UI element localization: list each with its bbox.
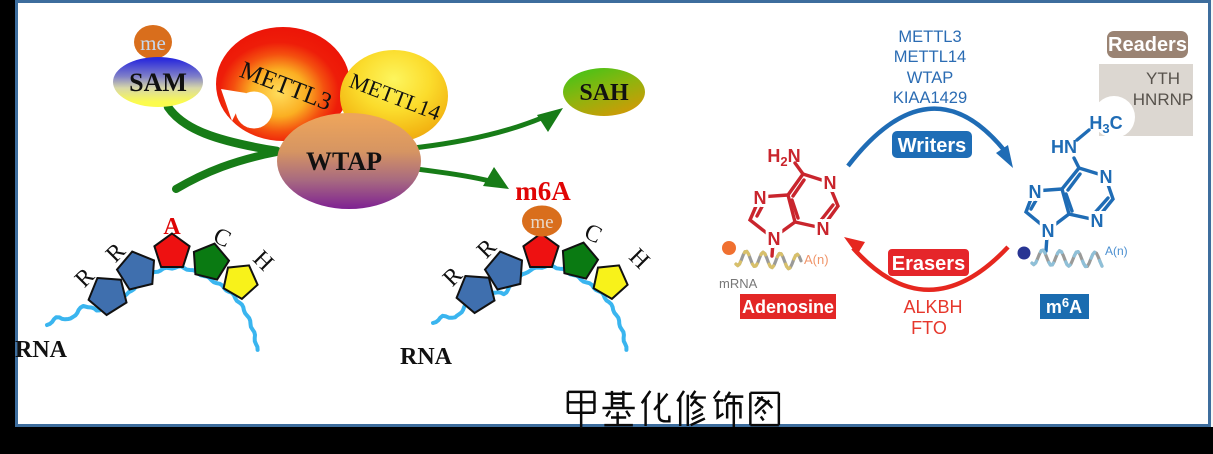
svg-text:N: N <box>824 173 837 193</box>
svg-text:YTH: YTH <box>1146 69 1180 88</box>
svg-text:Readers: Readers <box>1108 34 1187 56</box>
svg-text:N: N <box>754 188 767 208</box>
svg-text:me: me <box>530 212 553 233</box>
svg-text:HNRNP: HNRNP <box>1133 90 1193 109</box>
svg-text:N: N <box>1091 211 1104 231</box>
svg-text:METTL3: METTL3 <box>898 28 961 46</box>
svg-text:ALKBH: ALKBH <box>903 297 962 317</box>
svg-text:METTL14: METTL14 <box>894 48 966 66</box>
svg-text:H2N: H2N <box>767 146 800 169</box>
svg-text:N: N <box>817 219 830 239</box>
svg-text:A: A <box>163 214 181 240</box>
svg-text:N: N <box>1042 221 1055 241</box>
svg-text:mRNA: mRNA <box>719 276 758 291</box>
svg-text:FTO: FTO <box>911 318 947 338</box>
svg-text:m6A: m6A <box>515 176 571 206</box>
svg-text:A(n): A(n) <box>804 252 829 267</box>
svg-text:N: N <box>1100 167 1113 187</box>
svg-text:A(n): A(n) <box>1105 244 1128 258</box>
svg-text:Erasers: Erasers <box>892 253 965 275</box>
svg-text:KIAA1429: KIAA1429 <box>893 89 967 107</box>
svg-text:Adenosine: Adenosine <box>742 297 834 317</box>
svg-text:H: H <box>624 244 655 275</box>
svg-text:Writers: Writers <box>898 135 967 157</box>
svg-text:WTAP: WTAP <box>907 69 953 87</box>
svg-text:HN: HN <box>1051 137 1077 157</box>
svg-text:me: me <box>140 31 166 55</box>
svg-text:WTAP: WTAP <box>306 147 382 176</box>
svg-text:N: N <box>1029 182 1042 202</box>
svg-text:SAM: SAM <box>129 68 187 97</box>
svg-text:SAH: SAH <box>579 80 629 106</box>
svg-text:H3C: H3C <box>1089 113 1122 136</box>
svg-text:RNA: RNA <box>15 337 68 363</box>
svg-text:N: N <box>768 229 781 249</box>
svg-text:m6A: m6A <box>1046 295 1082 317</box>
svg-text:RNA: RNA <box>400 344 453 370</box>
